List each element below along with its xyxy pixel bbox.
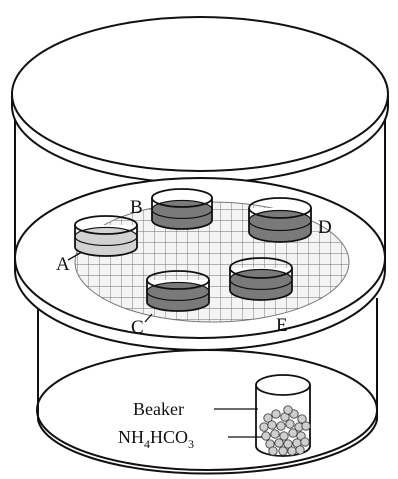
- dish-label-d: D: [318, 217, 332, 238]
- pellet: [274, 438, 284, 448]
- pellet: [271, 409, 281, 419]
- leader-a: [67, 251, 83, 261]
- compound-nh: NH: [118, 427, 144, 447]
- pellet: [283, 439, 293, 449]
- pellet: [300, 437, 310, 447]
- pellet: [295, 445, 305, 455]
- dish-label-a: A: [56, 254, 70, 275]
- pellet: [301, 421, 311, 431]
- petri-dish-e: [229, 257, 293, 301]
- dish-label-e: E: [276, 315, 288, 336]
- pellet: [278, 446, 288, 456]
- pellet: [259, 422, 269, 432]
- beaker-label: Beaker: [133, 399, 184, 419]
- pellet: [276, 421, 286, 431]
- pellet: [270, 429, 280, 439]
- pellet: [268, 446, 278, 456]
- pellet: [261, 431, 271, 441]
- pellet: [267, 420, 277, 430]
- pellet: [287, 446, 297, 456]
- compound-label: NH4HCO3: [118, 427, 194, 451]
- dish-label-c: C: [131, 317, 144, 338]
- petri-dish-a: [74, 215, 138, 257]
- petri-dish-d: [248, 197, 312, 243]
- pellet: [283, 405, 293, 415]
- desiccator-lid: [11, 16, 389, 184]
- pellet: [297, 414, 307, 424]
- beaker: [255, 374, 311, 457]
- compound-hco: HCO: [150, 427, 188, 447]
- compound-sub-3: 3: [188, 437, 194, 451]
- petri-dish-b: [151, 188, 213, 230]
- nh4hco3-pellets: [259, 405, 311, 456]
- dish-label-b: B: [130, 197, 143, 218]
- leader-c: [144, 313, 153, 323]
- pellet: [263, 413, 273, 423]
- pellet: [279, 431, 289, 441]
- dish-group: [74, 188, 312, 312]
- petri-dish-c: [146, 270, 210, 312]
- compound-sub-4: 4: [144, 437, 150, 451]
- pellet: [285, 419, 295, 429]
- pellet: [288, 428, 298, 438]
